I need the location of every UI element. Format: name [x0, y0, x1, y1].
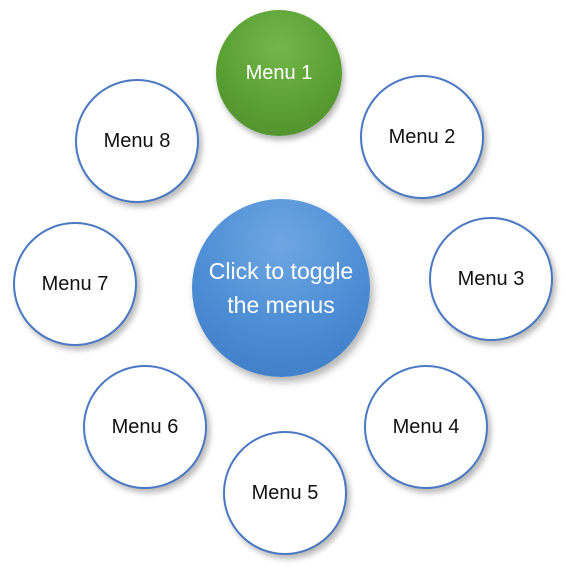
menu-3-button[interactable]: Menu 3 [429, 217, 553, 341]
menu-4-label: Menu 4 [392, 415, 460, 438]
menu-7-button[interactable]: Menu 7 [13, 222, 137, 346]
menu-3-label: Menu 3 [457, 267, 525, 290]
menu-7-label: Menu 7 [41, 272, 109, 295]
menu-4-button[interactable]: Menu 4 [364, 365, 488, 489]
menu-5-label: Menu 5 [251, 481, 319, 504]
menu-2-button[interactable]: Menu 2 [360, 75, 484, 199]
toggle-menus-button[interactable]: Click to toggle the menus [192, 199, 370, 377]
menu-6-button[interactable]: Menu 6 [83, 365, 207, 489]
menu-1-button[interactable]: Menu 1 [216, 10, 342, 136]
menu-1-label: Menu 1 [245, 61, 313, 84]
toggle-menus-label: Click to toggle the menus [208, 258, 354, 318]
menu-5-button[interactable]: Menu 5 [223, 431, 347, 555]
menu-8-label: Menu 8 [103, 129, 171, 152]
menu-8-button[interactable]: Menu 8 [75, 79, 199, 203]
menu-6-label: Menu 6 [111, 415, 179, 438]
menu-2-label: Menu 2 [388, 125, 456, 148]
